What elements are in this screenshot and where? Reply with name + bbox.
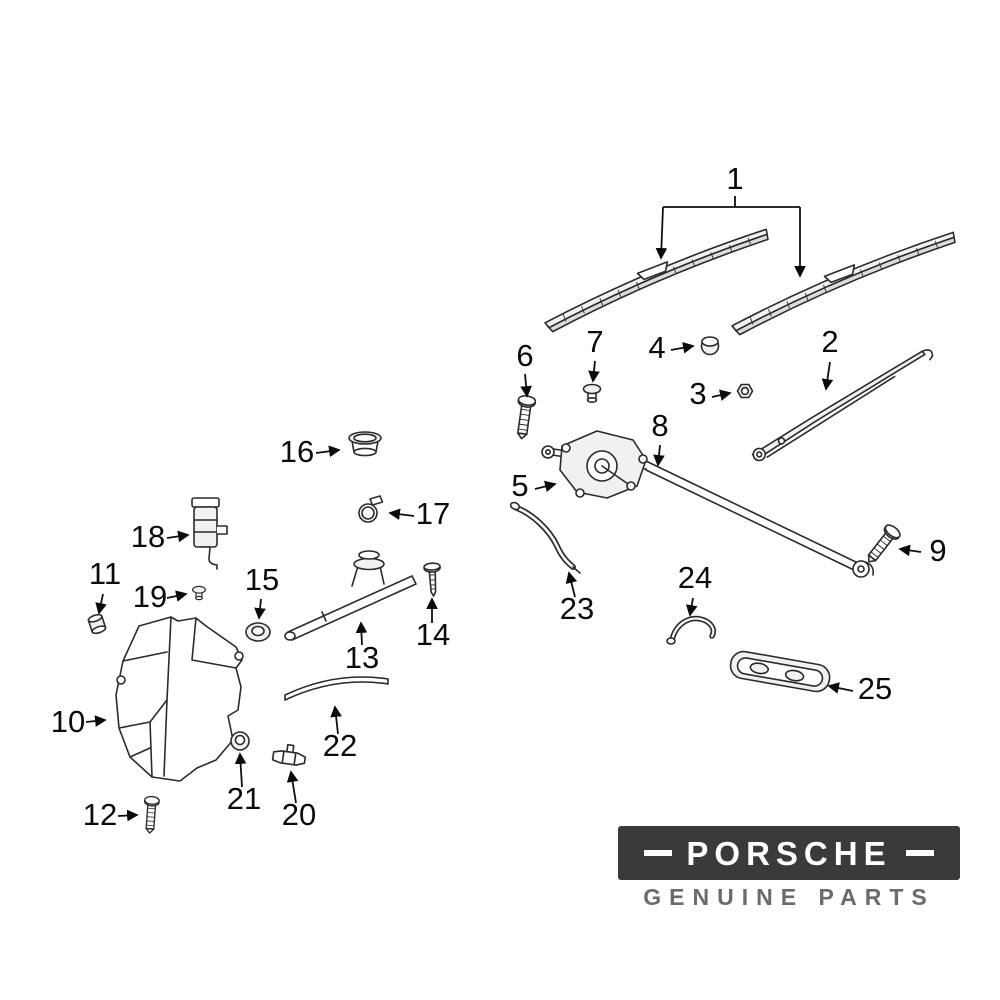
wiper-motor <box>559 430 648 499</box>
washer-hose <box>509 501 581 574</box>
mounting-bolt-6 <box>512 394 537 441</box>
callout-21: 21 <box>227 781 261 816</box>
check-valve <box>271 743 307 766</box>
logo-bar-left-icon <box>644 850 673 856</box>
reservoir-cap <box>348 431 382 457</box>
callout-3: 3 <box>689 376 706 411</box>
tube-seal <box>245 622 271 642</box>
callout-6: 6 <box>516 338 533 373</box>
pump-grommet <box>192 585 206 601</box>
callout-24: 24 <box>678 560 712 595</box>
callout-15: 15 <box>245 562 279 597</box>
callout-4: 4 <box>648 330 665 365</box>
wiper-blade-left <box>539 223 774 334</box>
tube-screw <box>423 562 441 597</box>
callout-13: 13 <box>345 640 379 675</box>
callout-9: 9 <box>929 533 946 568</box>
leader-lines <box>85 196 922 822</box>
arm-nut <box>736 383 754 399</box>
callout-17: 17 <box>416 496 450 531</box>
callout-7: 7 <box>586 324 603 359</box>
logo-bar-right-icon <box>905 850 934 856</box>
arm-cap <box>700 336 720 356</box>
callout-10: 10 <box>51 704 85 739</box>
logo-subtitle: GENUINE PARTS <box>643 884 935 910</box>
wiper-arm <box>751 349 934 462</box>
callout-5: 5 <box>511 468 528 503</box>
washer-pump <box>191 497 228 570</box>
pivot-grommet <box>582 383 602 404</box>
washer-reservoir <box>115 616 244 782</box>
callout-25: 25 <box>858 671 892 706</box>
callout-20: 20 <box>282 797 316 832</box>
filler-tube <box>284 550 417 641</box>
linkage-cover <box>729 650 831 693</box>
grommet-21 <box>230 731 250 751</box>
logo-text: PORSCHE <box>686 834 892 872</box>
wiper-blade-right <box>726 226 961 337</box>
callout-1: 1 <box>726 161 743 196</box>
callout-2: 2 <box>821 324 838 359</box>
porsche-logo: PORSCHE <box>618 826 960 880</box>
cowl-trim <box>284 676 389 701</box>
callout-labels: 1 2 3 4 5 6 7 8 9 10 11 12 13 14 15 16 1… <box>51 161 947 832</box>
callout-19: 19 <box>133 579 167 614</box>
callout-12: 12 <box>83 797 117 832</box>
grommet-11 <box>87 613 107 635</box>
callout-11: 11 <box>89 556 121 591</box>
callout-18: 18 <box>131 519 165 554</box>
callout-22: 22 <box>323 728 357 763</box>
callout-23: 23 <box>560 591 594 626</box>
hose-elbow <box>666 615 717 645</box>
mounting-bolt-9 <box>861 521 903 568</box>
callout-16: 16 <box>280 434 314 469</box>
callout-8: 8 <box>651 408 668 443</box>
reservoir-bolt-12 <box>141 795 161 835</box>
hose-clamp <box>358 495 384 523</box>
callout-14: 14 <box>416 617 450 652</box>
